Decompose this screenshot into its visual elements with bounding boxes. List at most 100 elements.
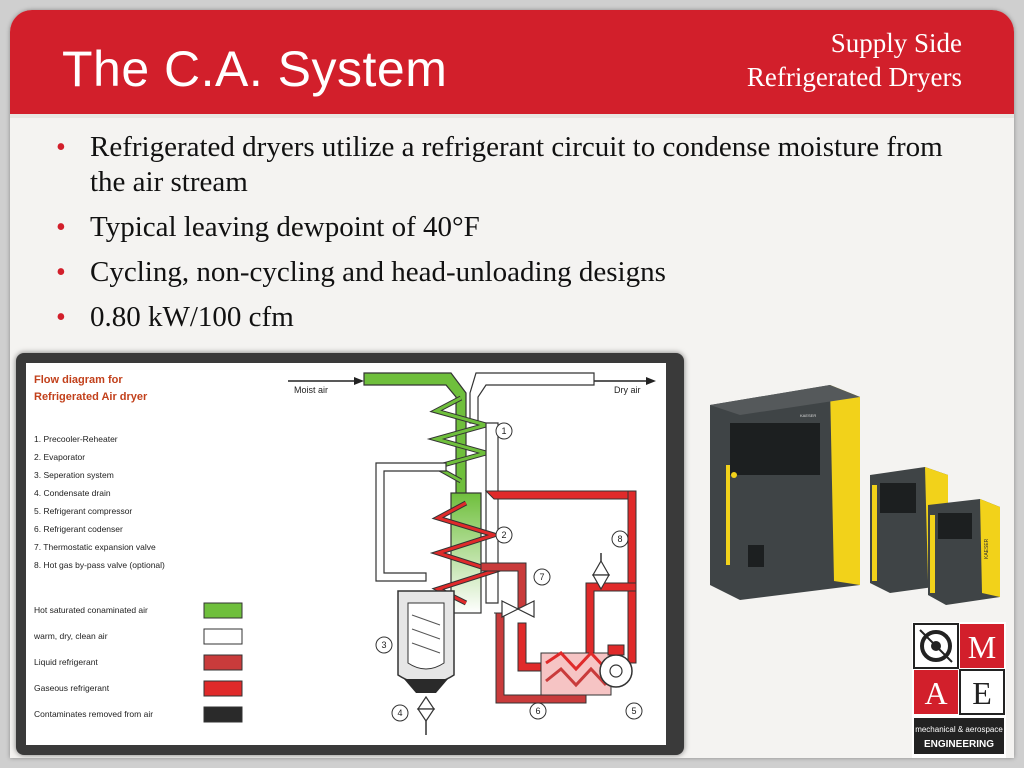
callout-number: 2 bbox=[501, 530, 506, 540]
logo-cell-m bbox=[960, 624, 1004, 668]
large-dryer-brand: KAESER bbox=[800, 413, 816, 418]
small-dryer-side bbox=[980, 499, 1000, 597]
diagram-title-line-2: Refrigerated Air dryer bbox=[34, 391, 148, 403]
compressor-rotor bbox=[609, 664, 623, 678]
flow-diagram-frame: Flow diagram for Refrigerated Air dryer … bbox=[16, 353, 684, 755]
separator-vane bbox=[411, 628, 441, 640]
small-dryer-brand: KAESER bbox=[984, 538, 990, 559]
legend-label: Gaseous refrigerant bbox=[34, 683, 110, 693]
liquid-line-to-valve bbox=[480, 562, 527, 609]
component-item: 2. Evaporator bbox=[34, 452, 85, 462]
bullet-item: Typical leaving dewpoint of 40°F bbox=[50, 210, 950, 245]
legend-swatch-liquid-refrigerant bbox=[203, 654, 243, 671]
component-item: 6. Refrigerant codenser bbox=[34, 524, 123, 534]
large-dryer-accent-left bbox=[726, 465, 730, 565]
callout-circle bbox=[529, 702, 547, 720]
callout-number: 7 bbox=[539, 572, 544, 582]
gear-slash-icon bbox=[919, 629, 953, 663]
expansion-valve-right bbox=[516, 600, 535, 618]
refrigerant-line-right bbox=[627, 490, 637, 664]
callout-number: 6 bbox=[535, 706, 540, 716]
evaporator-body bbox=[450, 492, 482, 614]
bullet-item: Refrigerated dryers utilize a refrigeran… bbox=[50, 130, 950, 200]
slide: The C.A. System Supply Side Refrigerated… bbox=[10, 10, 1014, 758]
section-subtitle: Supply Side Refrigerated Dryers bbox=[747, 26, 962, 94]
subtitle-line-2: Refrigerated Dryers bbox=[746, 62, 962, 92]
large-dryer-vent bbox=[748, 545, 764, 567]
logo-caption-bar bbox=[914, 718, 1004, 754]
large-dryer-panel bbox=[730, 423, 820, 475]
large-dryer-indicator bbox=[731, 472, 737, 478]
condenser-coil bbox=[545, 650, 608, 672]
callout-circle bbox=[375, 636, 393, 654]
logo-letter-a: A bbox=[924, 675, 947, 711]
callout-number: 3 bbox=[381, 640, 386, 650]
legend-label: Liquid refrigerant bbox=[34, 657, 98, 667]
callout-circle bbox=[495, 526, 513, 544]
refrigerant-line-top bbox=[484, 490, 637, 500]
logo-caption-line-2: ENGINEERING bbox=[924, 739, 994, 750]
flow-diagram-svg: Flow diagram for Refrigerated Air dryer … bbox=[33, 372, 656, 735]
outlet-arrow-head bbox=[646, 377, 656, 385]
subtitle-line-1: Supply Side bbox=[830, 28, 962, 58]
logo-letter-e: E bbox=[972, 675, 992, 711]
drain-valve bbox=[416, 695, 436, 710]
contaminate-collection bbox=[404, 679, 448, 693]
bullet-item: Cycling, non-cycling and head-unloading … bbox=[50, 255, 950, 290]
small-dryer-accent bbox=[930, 515, 935, 593]
component-item: 5. Refrigerant compressor bbox=[34, 506, 132, 516]
legend-label: warm, dry, clean air bbox=[33, 631, 108, 641]
evaporator-coil-fill bbox=[433, 501, 500, 605]
separator-vane bbox=[411, 642, 441, 654]
legend-label: Contaminates removed from air bbox=[34, 709, 153, 719]
slide-header: The C.A. System Supply Side Refrigerated… bbox=[10, 10, 1014, 118]
gear-icon bbox=[920, 630, 952, 662]
component-item: 4. Condensate drain bbox=[34, 488, 111, 498]
legend-swatch-hot-air bbox=[203, 602, 243, 619]
return-air-loop bbox=[375, 462, 447, 582]
compressor bbox=[599, 654, 633, 688]
legend-swatch-clean-air bbox=[203, 628, 243, 645]
callout-circle bbox=[495, 422, 513, 440]
legend-label: Hot saturated conaminated air bbox=[34, 605, 148, 615]
legend-swatch-contaminates bbox=[203, 706, 243, 723]
bypass-valve-lower bbox=[591, 574, 611, 591]
medium-dryer-accent bbox=[872, 485, 877, 581]
component-item: 8. Hot gas by-pass valve (optional) bbox=[34, 560, 165, 570]
diagram-title-line-1: Flow diagram for bbox=[34, 374, 123, 386]
legend-swatch-gaseous-refrigerant bbox=[203, 680, 243, 697]
callout-circle bbox=[625, 702, 643, 720]
callout-circle bbox=[533, 568, 551, 586]
separator-inner bbox=[407, 602, 445, 670]
flow-diagram: Flow diagram for Refrigerated Air dryer … bbox=[26, 363, 666, 745]
large-dryer-side bbox=[830, 385, 860, 585]
component-item: 1. Precooler-Reheater bbox=[34, 434, 118, 444]
condenser-coil-lower bbox=[545, 666, 608, 688]
logo-cell-e bbox=[959, 669, 1005, 715]
callout-circle bbox=[611, 530, 629, 548]
callout-number: 4 bbox=[397, 708, 402, 718]
medium-dryer-panel bbox=[880, 483, 916, 513]
compressor-head bbox=[607, 644, 625, 656]
callout-number: 5 bbox=[631, 706, 636, 716]
reheat-air-channel bbox=[485, 422, 499, 604]
logo-caption-line-1: mechanical & aerospace bbox=[915, 725, 1003, 734]
component-item: 7. Thermostatic expansion valve bbox=[34, 542, 156, 552]
drain-valve-lower bbox=[416, 708, 436, 723]
expansion-valve bbox=[501, 600, 520, 618]
bypass-valve bbox=[591, 559, 611, 576]
logo-cell-a bbox=[914, 670, 958, 714]
refrigerated-dryers-photo: KAESER KAESER KAESER bbox=[710, 385, 1000, 605]
bullet-item: 0.80 kW/100 cfm bbox=[50, 300, 950, 335]
callout-circle bbox=[391, 704, 409, 722]
large-dryer-top bbox=[710, 385, 860, 415]
inlet-label: Moist air bbox=[294, 385, 328, 395]
clean-air-outlet-duct bbox=[469, 372, 595, 424]
separator-vane bbox=[411, 614, 441, 626]
mae-logo: M A E mechanical & aerospace ENGINEERING bbox=[912, 622, 1006, 758]
outlet-label: Dry air bbox=[614, 385, 641, 395]
inlet-arrow-head bbox=[354, 377, 364, 385]
callout-number: 8 bbox=[617, 534, 622, 544]
logo-letter-m: M bbox=[968, 629, 996, 665]
callout-number: 1 bbox=[501, 426, 506, 436]
